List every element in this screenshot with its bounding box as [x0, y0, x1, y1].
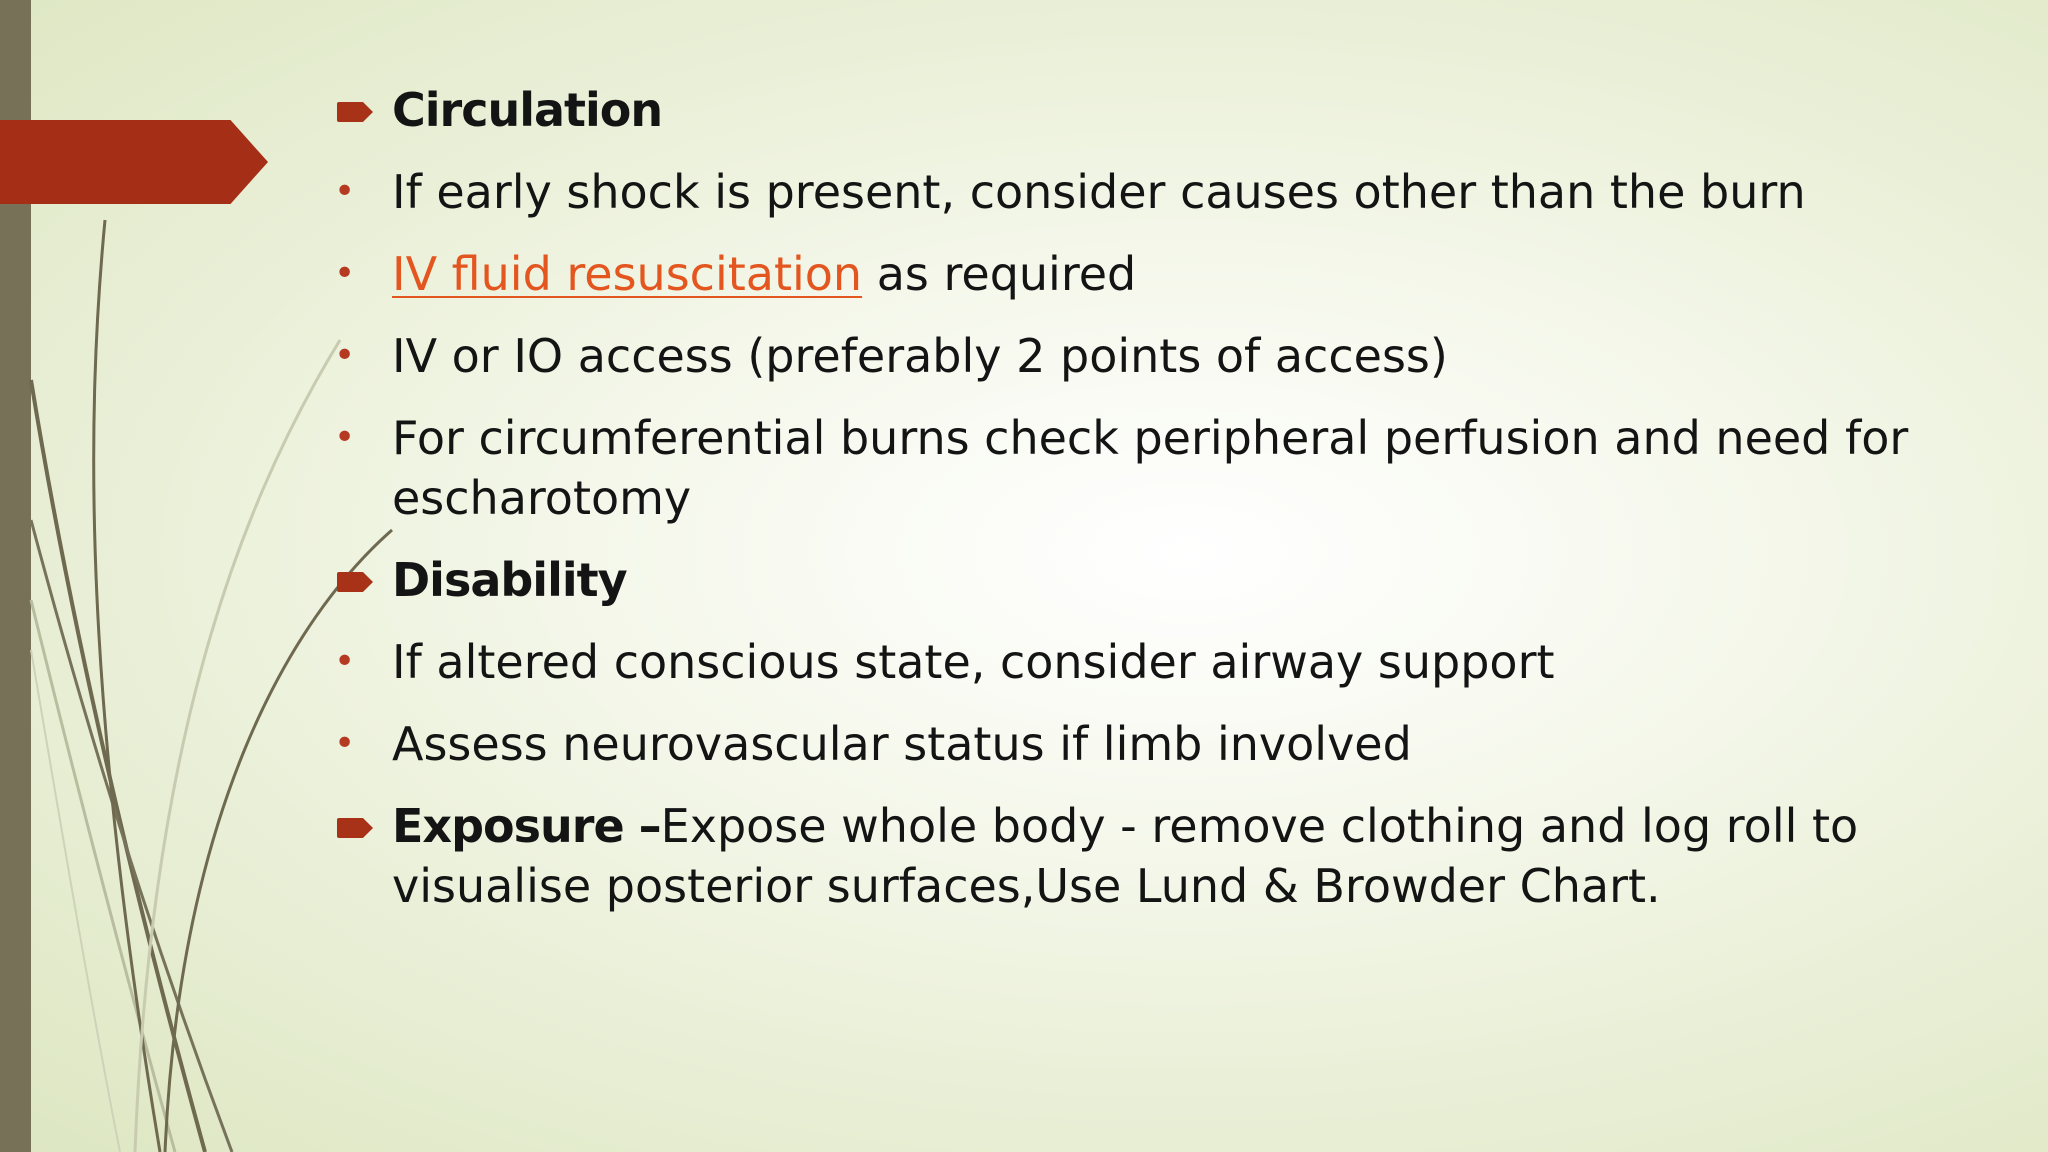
bullet-item: • Assess neurovascular status if limb in…	[330, 714, 1950, 774]
bullet-item: • IV or IO access (preferably 2 points o…	[330, 326, 1950, 386]
bullet-dot-icon: •	[334, 335, 356, 376]
bullet-text: IV or IO access (preferably 2 points of …	[392, 329, 1448, 383]
bullet-dot-icon: •	[334, 723, 356, 764]
arrow-bullet-icon	[337, 572, 373, 592]
section-heading: Circulation	[392, 83, 663, 137]
section-heading: Disability	[392, 553, 628, 607]
bullet-text: as required	[862, 247, 1137, 301]
bullet-item: • If altered conscious state, consider a…	[330, 632, 1950, 692]
bullet-dot-icon: •	[334, 171, 356, 212]
arrow-bullet-icon	[337, 818, 373, 838]
section-heading: Exposure –	[392, 799, 662, 853]
section-disability: Disability	[330, 550, 1950, 610]
section-exposure: Exposure –Expose whole body - remove clo…	[330, 796, 1950, 916]
exposure-text: Expose whole body - remove clothing and …	[392, 799, 1859, 913]
bullet-text: Assess neurovascular status if limb invo…	[392, 717, 1412, 771]
arrow-bullet-icon	[337, 102, 373, 122]
section-circulation: Circulation	[330, 80, 1950, 140]
slide-content: Circulation • If early shock is present,…	[330, 80, 1950, 916]
bullet-item: • For circumferential burns check periph…	[330, 408, 1950, 528]
iv-fluid-resuscitation-link[interactable]: IV fluid resuscitation	[392, 247, 863, 301]
bullet-text: If altered conscious state, consider air…	[392, 635, 1555, 689]
bullet-text: If early shock is present, consider caus…	[392, 165, 1806, 219]
bullet-dot-icon: •	[334, 253, 356, 294]
bullet-text: For circumferential burns check peripher…	[392, 411, 1909, 525]
red-arrow-accent	[0, 120, 268, 204]
bullet-item: • If early shock is present, consider ca…	[330, 162, 1950, 222]
bullet-item: • IV fluid resuscitation as required	[330, 244, 1950, 304]
bullet-dot-icon: •	[334, 641, 356, 682]
bullet-dot-icon: •	[334, 417, 356, 458]
